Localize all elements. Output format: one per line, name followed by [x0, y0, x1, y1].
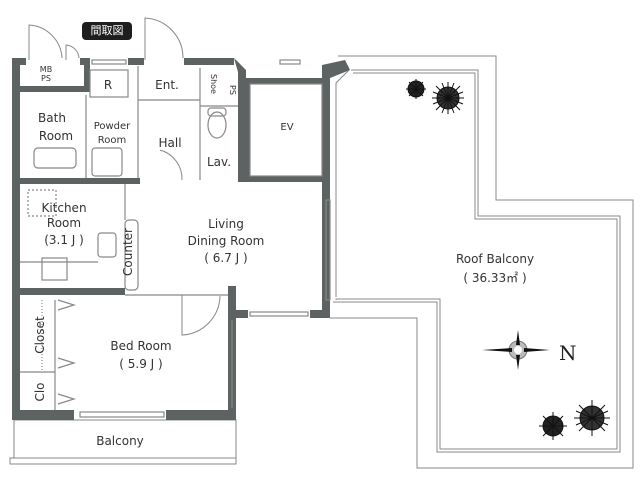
powder-label: Powder [93, 121, 131, 132]
roof-balcony-label: Roof Balcony [455, 252, 535, 266]
refrigerator-label: R [103, 78, 113, 92]
tree-icon [574, 400, 610, 436]
tree-icon [406, 79, 426, 99]
kitchen-room-label: Room [46, 216, 82, 230]
balcony-outline [9, 419, 237, 465]
compass-icon [482, 330, 550, 370]
dining-room-label: Dining Room [187, 234, 265, 248]
bedroom-label: Bed Room [110, 339, 172, 353]
clo-label: Clo [33, 382, 47, 402]
bedroom-size: ( 5.9 J ) [119, 357, 163, 371]
interior-lines [20, 59, 331, 418]
tree-icon [432, 82, 464, 114]
refrigerator-box [89, 69, 129, 98]
ev-label: EV [280, 122, 294, 133]
kitchen-size: (3.1 J ) [44, 233, 84, 247]
powder-room-label: Room [97, 135, 127, 146]
shoe-label: Shoe [209, 74, 218, 94]
roof-balcony-size: ( 36.33㎡ ) [463, 271, 527, 285]
entrance-label: Ent. [155, 78, 179, 92]
ps-shaft-label: PS [228, 85, 237, 95]
living-size: ( 6.7 J ) [204, 251, 248, 265]
floor-plan-badge: 間取図 [82, 22, 132, 40]
closet-label: Closet [33, 316, 47, 354]
north-label: N [559, 341, 577, 365]
trees [406, 79, 610, 440]
ps-label: PS [41, 74, 51, 83]
roof-balcony-outline [330, 55, 634, 469]
mb-label: MB [39, 65, 53, 74]
stove [41, 257, 68, 281]
bath-label: Bath [38, 111, 66, 125]
lavatory-label: Lav. [206, 155, 232, 169]
living-label: Living [208, 217, 244, 231]
entry-doors [28, 17, 221, 336]
bath-room-label: Room [38, 129, 74, 143]
counter-label: Counter [121, 228, 135, 276]
hall-label: Hall [158, 136, 182, 150]
kitchen-label: Kitchen [41, 201, 87, 215]
tree-icon [539, 412, 567, 440]
balcony-label: Balcony [96, 434, 144, 448]
